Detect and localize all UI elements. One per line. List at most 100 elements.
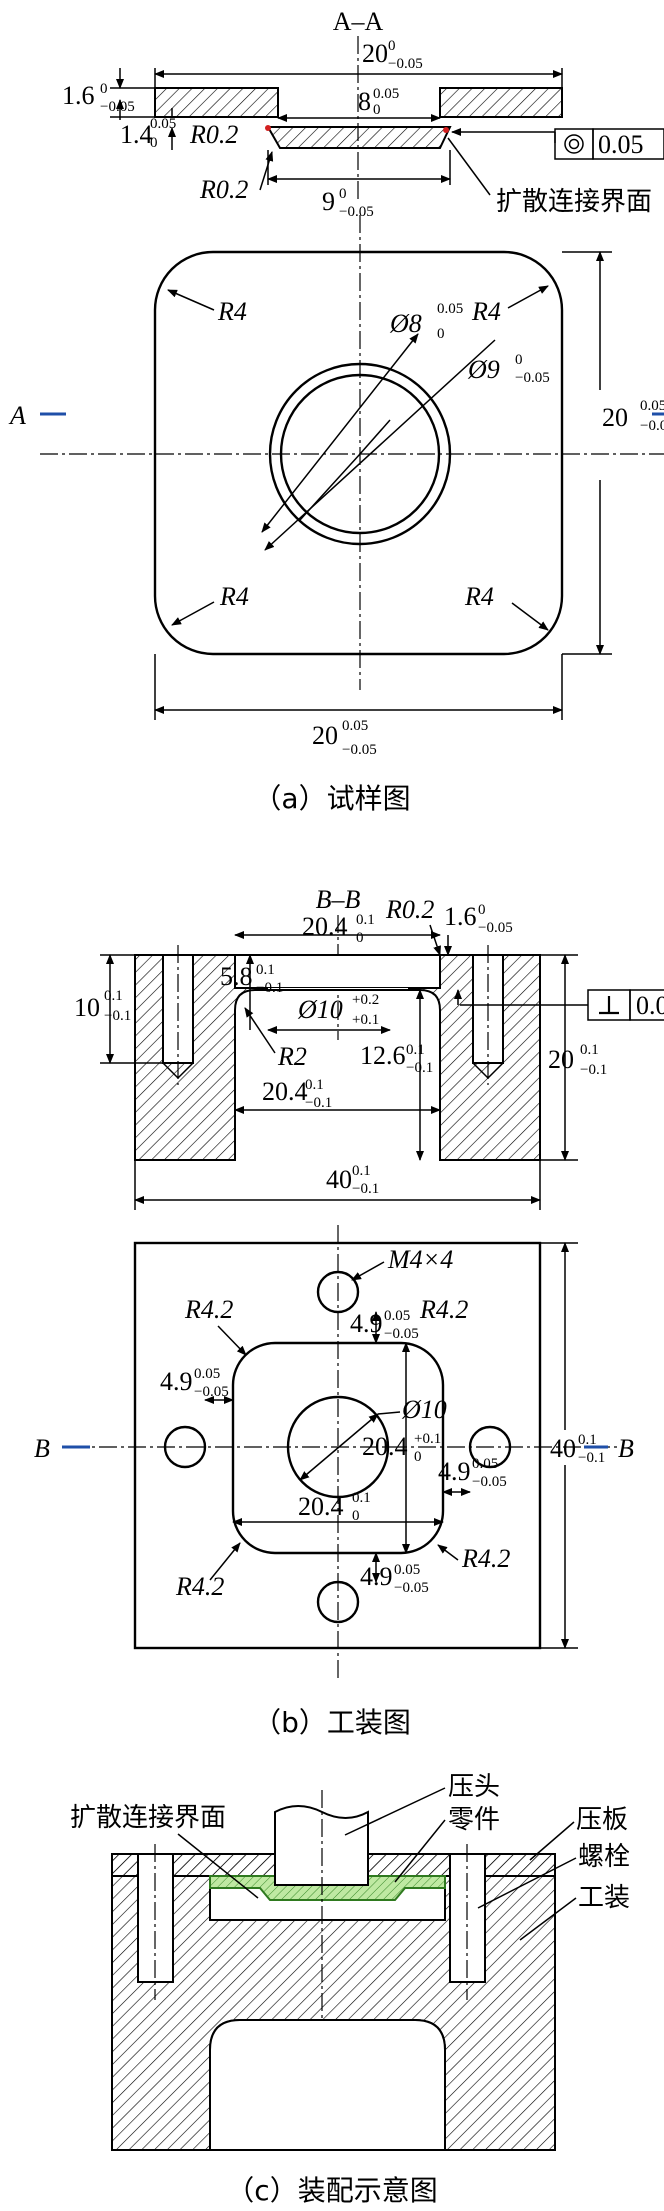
dim-4-9-left-tol-up: 0.05 [194, 1366, 220, 1382]
dim-1-6-b-tol-lo: −0.05 [478, 920, 513, 936]
dim-d9-tol-up: 0 [515, 352, 523, 368]
dim-10-text: 10 [74, 993, 100, 1022]
section-mark-b-right: B [618, 1434, 634, 1463]
dim-20-4-plan-bottom-tol-lo: 0 [352, 1508, 360, 1524]
r4-2-bottom-right: R4.2 [461, 1544, 510, 1573]
interface-leader-a [447, 137, 491, 196]
dim-40-text: 40 [326, 1165, 352, 1194]
dim-4-9-top-tol-lo: −0.05 [384, 1326, 419, 1342]
dim-20-b-tol-lo: −0.1 [580, 1062, 607, 1078]
dim-40-plan-tol-lo: −0.1 [578, 1450, 605, 1466]
dim-20-right-tol-lo: −0.05 [640, 418, 664, 434]
dim-5-8-text: 5.8 [220, 962, 253, 991]
dim-20-4-mid-tol-lo: −0.1 [305, 1095, 332, 1111]
caption-b: （b）工装图 [253, 1706, 411, 1739]
dim-20-b-text: 20 [548, 1045, 574, 1074]
caption-a: （a）试样图 [253, 782, 410, 815]
plan-view-a [40, 215, 664, 690]
dim-4-9-right: 4.9 [438, 1457, 471, 1486]
fixture-section-b [134, 945, 541, 1161]
dim-4-9-top: 4.9 [350, 1309, 383, 1338]
dim-1-6-b-tol-up: 0 [478, 902, 486, 918]
label-bolt: 螺栓 [578, 1842, 630, 1872]
dim-5-8-tol-lo: −0.1 [256, 980, 283, 996]
label-punch: 压头 [448, 1772, 500, 1802]
dim-4-9-bottom-tol-lo: −0.05 [394, 1580, 429, 1596]
dim-1-4-tol-up: 0.05 [150, 116, 176, 132]
section-mark-b-left: B [34, 1434, 50, 1463]
panel-b: B–B 20.4 0.1 0 R0.2 1.6 0 −0.05 10 0.1 [34, 885, 664, 1739]
leader-d9 [264, 339, 496, 551]
dim-20-4-plan-bottom: 20.4 [298, 1492, 344, 1521]
label-fixture: 工装 [578, 1883, 630, 1913]
dim-d10-b-tol-up: +0.2 [352, 992, 379, 1008]
punch [274, 1805, 369, 1886]
leader-d8 [261, 333, 419, 533]
interface-mark-left [265, 125, 271, 131]
panel-a: A–A 20 0 −0.05 8 0.05 0 1.6 0 −0.05 [8, 7, 664, 815]
dim-m4: M4×4 [387, 1245, 453, 1274]
dim-1-6-tol-lo: −0.05 [100, 99, 135, 115]
dim-12-6-text: 12.6 [360, 1041, 406, 1070]
dim-4-9-right-tol-up: 0.05 [472, 1456, 498, 1472]
section-mark-a: A [8, 401, 26, 430]
dim-40-plan: 40 [550, 1434, 576, 1463]
tolerance-frame-a: 0.05 [451, 128, 664, 160]
dim-1-4-text: 1.4 [120, 120, 153, 149]
dim-4-9-bottom-tol-up: 0.05 [394, 1562, 420, 1578]
dim-20-4-mid-tol-up: 0.1 [305, 1077, 324, 1093]
section-title-b-b: B–B [316, 885, 361, 914]
specimen-left-section [154, 87, 279, 118]
dim-20-right-text: 20 [602, 403, 628, 432]
dim-4-9-left: 4.9 [160, 1367, 193, 1396]
leader-punch [344, 1787, 446, 1836]
r4-2-top-right: R4.2 [419, 1295, 468, 1324]
dim-10-tol-lo: −0.1 [104, 1008, 131, 1024]
dim-9-text: 9 [322, 187, 335, 216]
dim-8-tol-up: 0.05 [373, 86, 399, 102]
dim-10-tol-up: 0.1 [104, 988, 123, 1004]
part-green [209, 1875, 446, 1901]
specimen-right-section [439, 87, 563, 118]
insert-disc-section [266, 126, 452, 149]
dim-r2: R2 [277, 1042, 307, 1071]
dim-4-9-right-tol-lo: −0.05 [472, 1474, 507, 1490]
r4-bottom-right: R4 [464, 582, 494, 611]
section-title-a-a: A–A [333, 7, 384, 36]
leader-fixture [519, 1897, 577, 1941]
dim-20-tol-lo: −0.05 [388, 56, 423, 72]
dim-8-text: 8 [358, 87, 371, 116]
assembly-drawing [111, 1790, 556, 2151]
r4-bottom-left: R4 [219, 582, 249, 611]
dim-12-6-tol-lo: −0.1 [406, 1060, 433, 1076]
dim-20-4-top: 20.4 [302, 912, 348, 941]
dim-d8-tol-lo: 0 [437, 326, 445, 342]
label-interface: 扩散连接界面 [70, 1803, 226, 1833]
dim-40-tol-lo: −0.1 [352, 1181, 379, 1197]
dim-20-bottom-text: 20 [312, 721, 338, 750]
dim-d9-tol-lo: −0.05 [515, 370, 550, 386]
dim-20-text: 20 [362, 39, 388, 68]
leader-plate [529, 1821, 575, 1861]
dim-20-4-plan-bottom-tol-up: 0.1 [352, 1490, 371, 1506]
dim-4-9-left-tol-lo: −0.05 [194, 1384, 229, 1400]
dim-20-tol-up: 0 [388, 38, 396, 54]
leader-part [394, 1819, 446, 1883]
dim-1-6-b: 1.6 [444, 902, 477, 931]
caption-c: （c）装配示意图 [226, 2174, 437, 2207]
fixture-plan-b [62, 1225, 620, 1680]
dim-r0-2-b: R0.2 [385, 895, 434, 924]
dim-20-4-mid: 20.4 [262, 1077, 308, 1106]
dim-5-8-tol-up: 0.1 [256, 962, 275, 978]
dim-20-4-plan-right-tol-lo: 0 [414, 1449, 422, 1465]
dim-20-bottom-tol-up: 0.05 [342, 718, 368, 734]
dim-20-right-tol-up: 0.05 [640, 398, 664, 414]
dim-4-9-top-tol-up: 0.05 [384, 1308, 410, 1324]
dim-r0-2-upper: R0.2 [189, 120, 238, 149]
fixture-cavity [209, 2019, 446, 2151]
dim-d10-b: Ø10 [297, 995, 343, 1024]
label-plate: 压板 [576, 1805, 628, 1835]
dim-8-tol-lo: 0 [373, 102, 381, 118]
dim-20-b-tol-up: 0.1 [580, 1042, 599, 1058]
